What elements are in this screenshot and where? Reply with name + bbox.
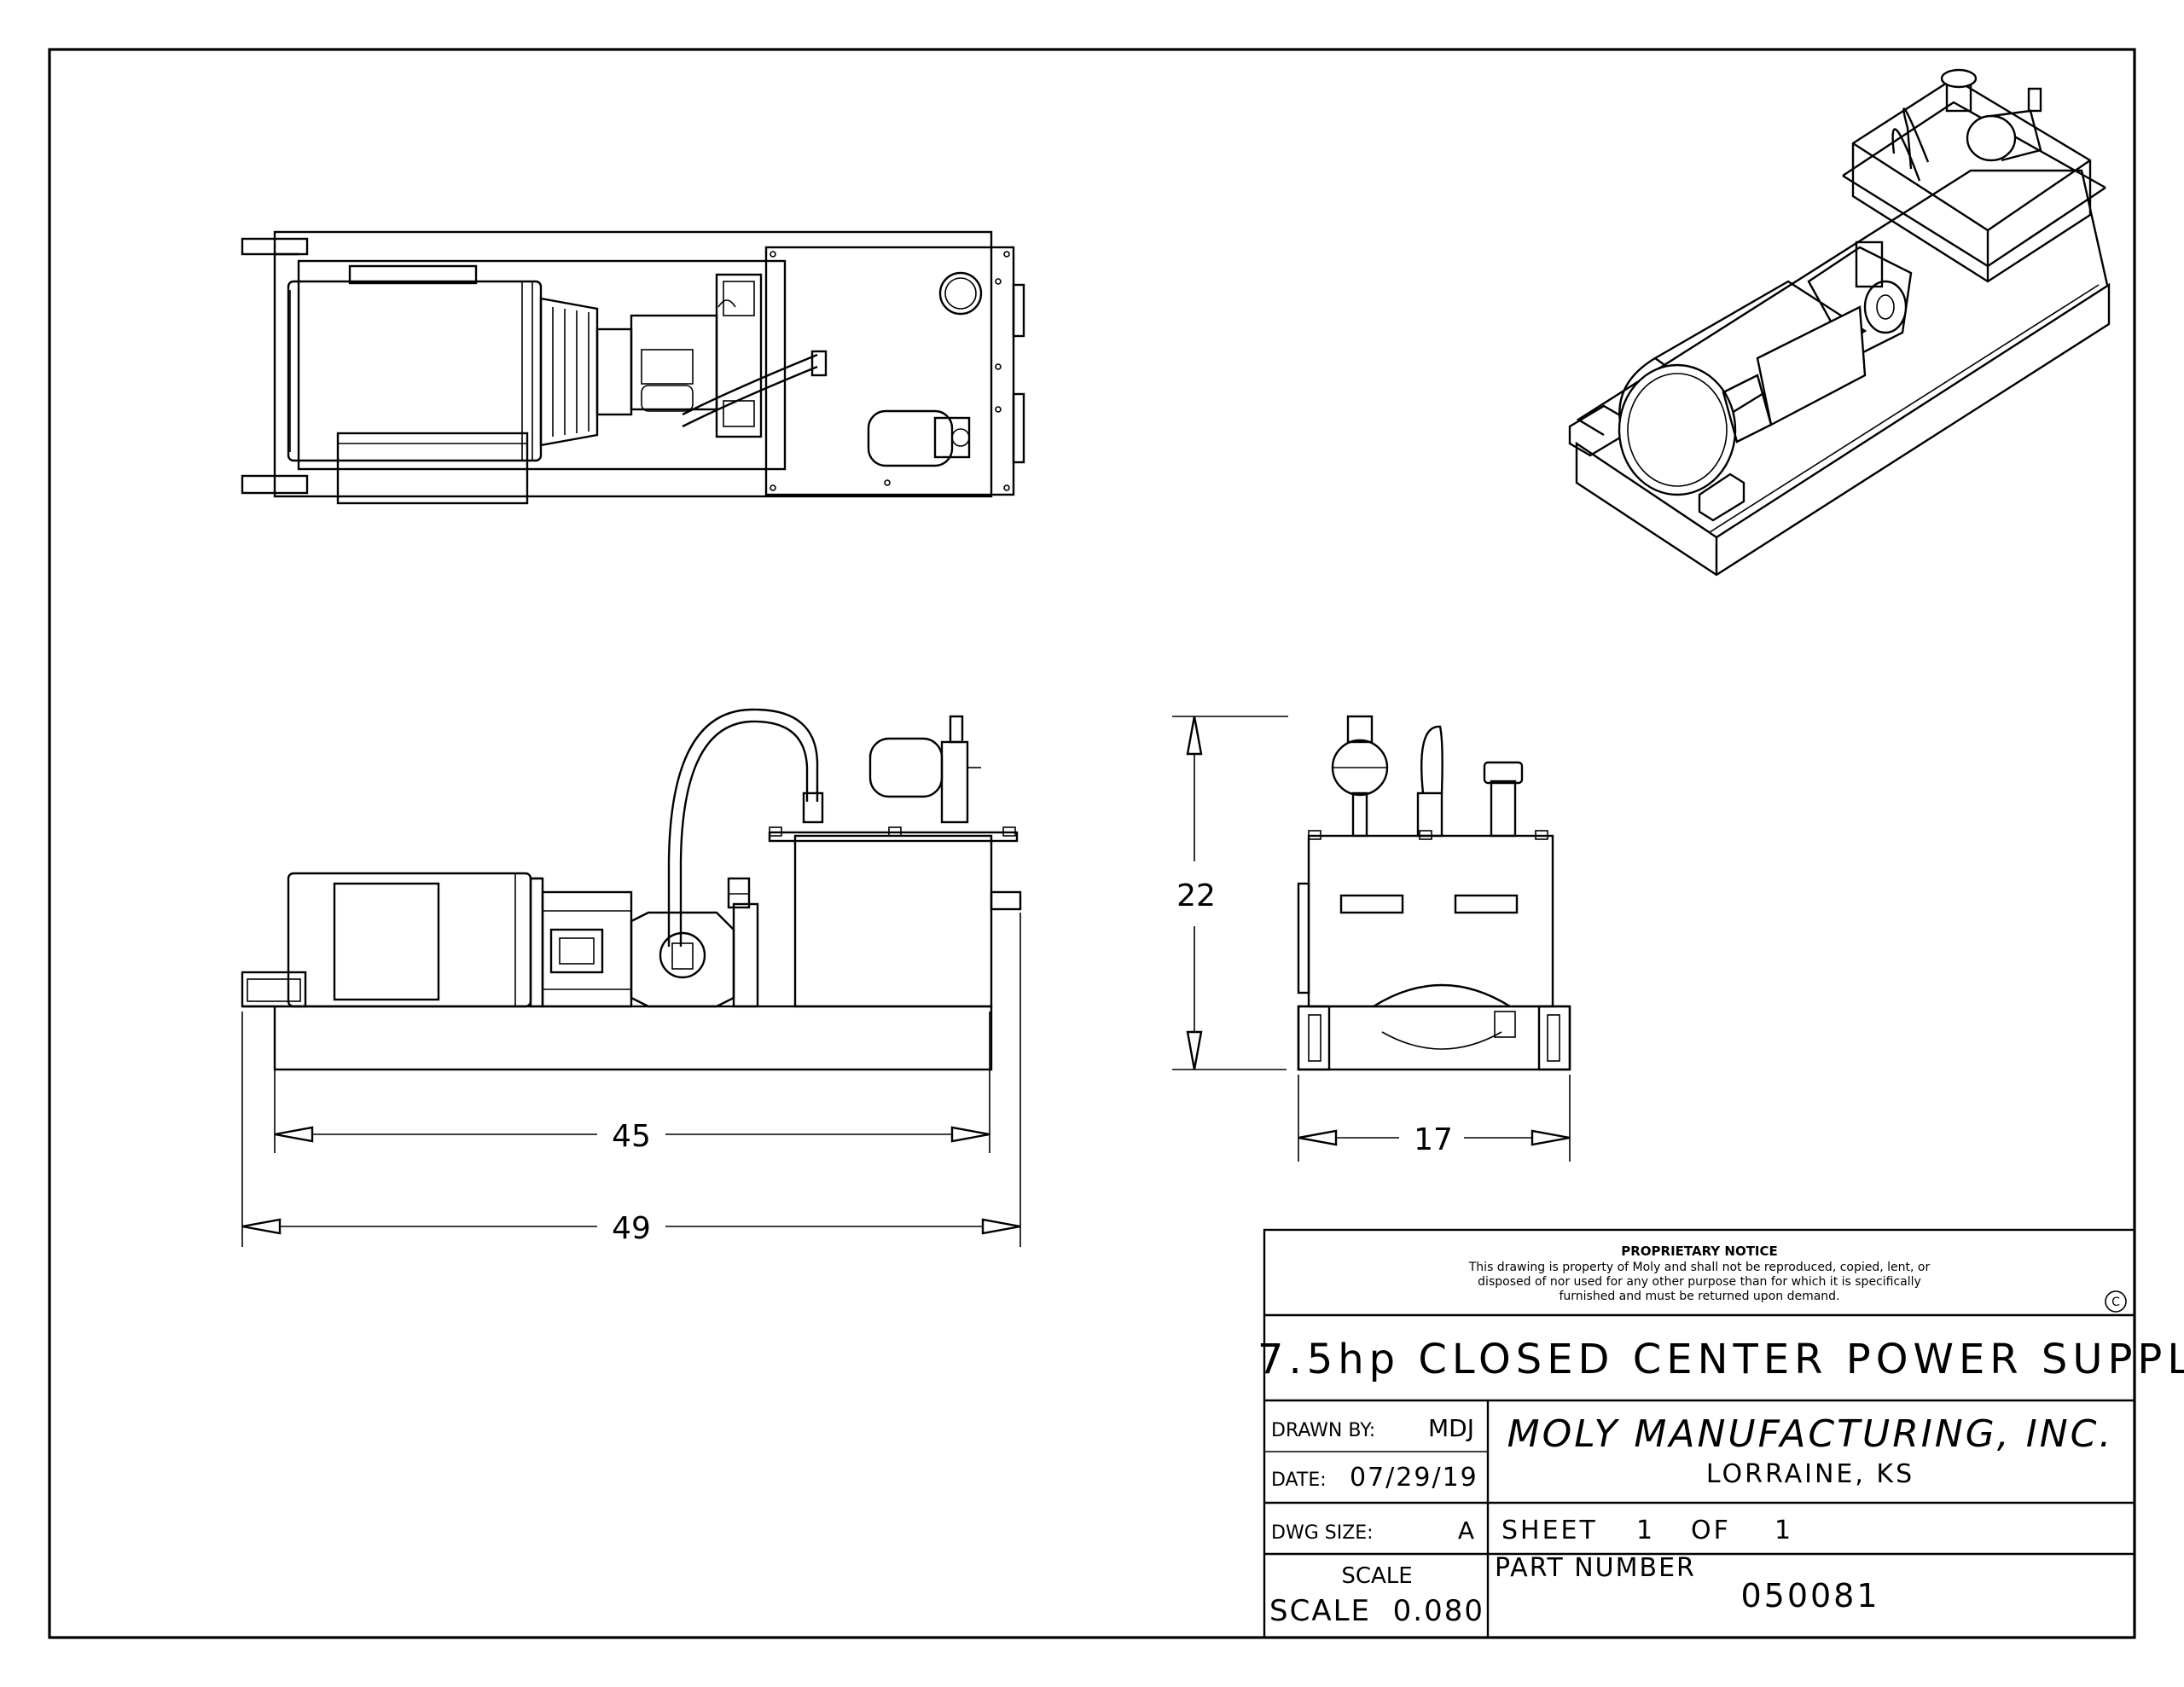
drawn-by-value: MDJ: [1428, 1414, 1474, 1442]
plate-bolts: [770, 251, 1010, 491]
part-number-label: PART NUMBER: [1495, 1553, 1696, 1583]
side-view: [1297, 715, 1571, 1071]
dim-base-length: 45: [612, 1119, 651, 1154]
copyright-icon: C: [2111, 1296, 2120, 1309]
scale-value: SCALE 0.080: [1269, 1594, 1484, 1628]
reservoir-lugs: [769, 826, 1016, 837]
proprietary-notice-line1: This drawing is property of Moly and sha…: [1468, 1261, 1931, 1274]
proprietary-notice-line2: disposed of nor used for any other purpo…: [1478, 1275, 1921, 1289]
dimension-lines: [241, 716, 1571, 1247]
drawing-title: 7.5hp CLOSED CENTER POWER SUPPLY: [1258, 1336, 2184, 1383]
dim-overall-length: 49: [612, 1211, 651, 1246]
part-number-value: 050081: [1740, 1577, 1879, 1615]
dwg-size-value: A: [1458, 1516, 1474, 1545]
drawn-by-label: DRAWN BY:: [1271, 1420, 1375, 1441]
of-label: OF: [1691, 1516, 1731, 1545]
dim-height: 22: [1176, 878, 1216, 913]
date-label: DATE:: [1271, 1470, 1327, 1491]
proprietary-notice-title: PROPRIETARY NOTICE: [1621, 1244, 1778, 1259]
proprietary-notice-line3: furnished and must be returned upon dema…: [1559, 1290, 1839, 1303]
dim-base-width: 17: [1414, 1122, 1453, 1157]
scale-label: SCALE: [1341, 1563, 1412, 1589]
dwg-size-label: DWG SIZE:: [1271, 1522, 1374, 1544]
title-block: [1263, 1228, 2136, 1639]
company-name: MOLY MANUFACTURING, INC.: [1507, 1412, 2114, 1456]
date-value: 07/29/19: [1350, 1463, 1478, 1493]
top-view: [241, 230, 1025, 505]
sheet-number: 1: [1636, 1516, 1653, 1545]
drawing-border: [48, 48, 2136, 1639]
sheet-label: SHEET: [1502, 1516, 1598, 1545]
company-location: LORRAINE, KS: [1706, 1459, 1914, 1489]
front-view: [241, 708, 1022, 1071]
sheet-total: 1: [1774, 1516, 1791, 1545]
isometric-view: [1568, 68, 2111, 577]
